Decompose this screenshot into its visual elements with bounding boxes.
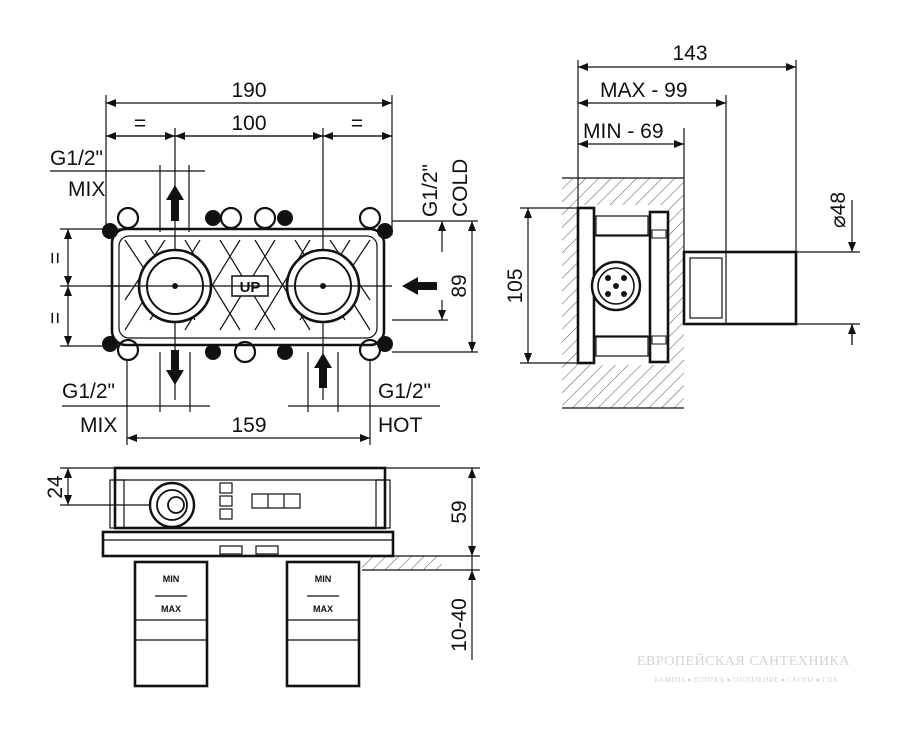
dim-min-69: MIN - 69 <box>583 120 664 143</box>
g12-mix-top-label: G1/2" <box>50 147 103 170</box>
stem-left: MIN MAX <box>133 560 209 688</box>
mix-bottom-label: MIX <box>80 414 117 437</box>
front-view: 190 = 100 = G1/2" MIX = = <box>44 79 478 445</box>
mix-top-label: MIX <box>68 178 105 201</box>
min-mark-right: MIN <box>315 574 332 584</box>
dim-190: 190 <box>231 79 266 102</box>
g12-mix-bottom-label: G1/2" <box>62 380 115 403</box>
eq-mark-vertical-bottom: = <box>44 312 67 324</box>
eq-mark-left: = <box>134 112 146 135</box>
min-mark-left: MIN <box>163 574 180 584</box>
flow-arrow-down-mix <box>166 350 184 385</box>
dim-24: 24 <box>44 475 67 499</box>
cold-label: COLD <box>449 159 472 217</box>
dim-143: 143 <box>672 42 707 65</box>
dim-max-99: MAX - 99 <box>600 79 688 102</box>
flow-arrow-left-cold <box>402 277 437 295</box>
watermark-title: ЕВРОПЕЙСКАЯ САНТЕХНИКА <box>636 654 850 669</box>
up-logo: UP <box>240 279 261 296</box>
dim-105: 105 <box>504 268 527 303</box>
dim-159: 159 <box>231 414 266 437</box>
eq-mark-right: = <box>351 112 363 135</box>
max-mark-right: MAX <box>313 604 333 614</box>
hot-label: HOT <box>378 414 423 437</box>
flow-arrow-up-hot <box>314 353 332 388</box>
g12-cold-label: G1/2" <box>419 164 442 217</box>
dim-89: 89 <box>448 274 471 297</box>
bottom-view: MIN MAX MIN MAX 24 59 10-40 <box>44 466 480 688</box>
flow-arrow-up-top <box>166 185 184 221</box>
max-mark-left: MAX <box>161 604 181 614</box>
watermark-subtitle: КАМЕНЬ ● ПЛИТКА ● ОТОПЛЕНИЕ ● САУНЫ ● СП… <box>654 676 838 684</box>
stem-right: MIN MAX <box>285 560 361 688</box>
dim-10-40: 10-40 <box>448 598 471 652</box>
front-body: UP <box>102 206 393 364</box>
eq-mark-vertical-top: = <box>44 252 67 264</box>
side-view: 143 MAX - 99 MIN - 69 105 ⌀48 <box>504 42 860 409</box>
dim-59: 59 <box>448 500 471 523</box>
dim-100: 100 <box>231 112 266 135</box>
g12-hot-label: G1/2" <box>378 380 431 403</box>
dim-diameter-48: ⌀48 <box>827 192 850 228</box>
